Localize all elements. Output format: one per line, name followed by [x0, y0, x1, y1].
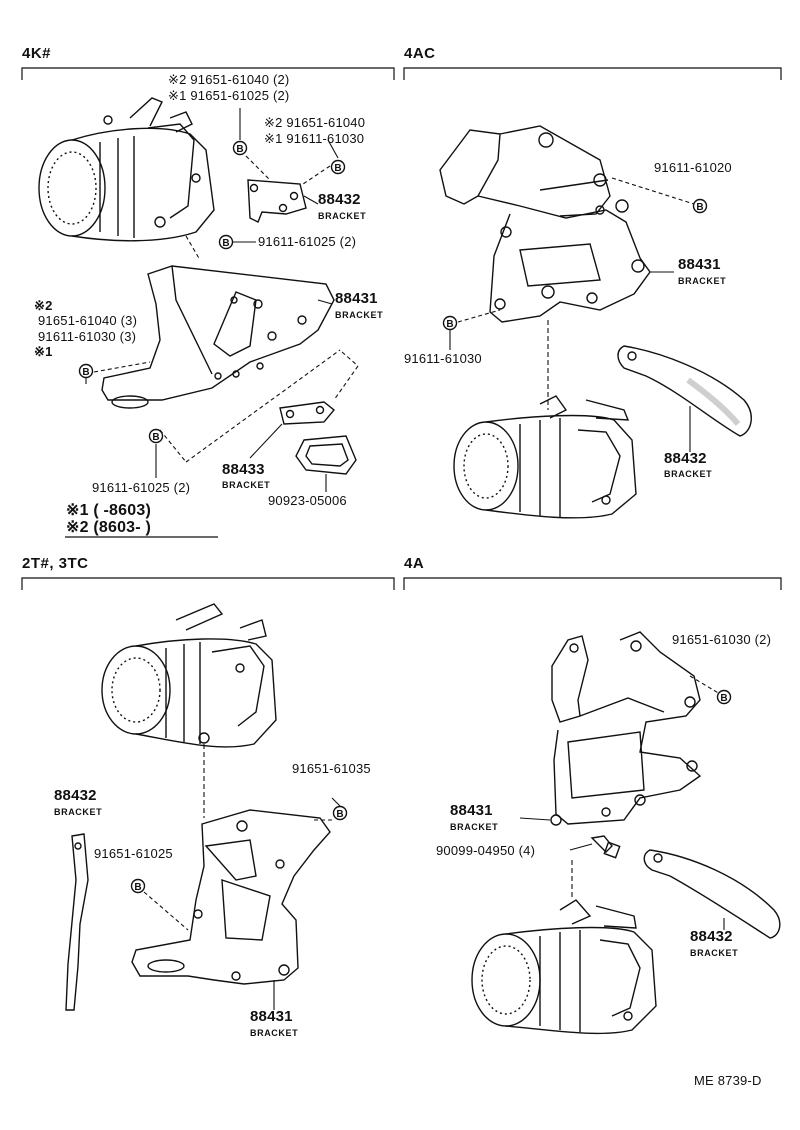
part-name-label: BRACKET — [690, 948, 739, 958]
date-range-note: ※1 ( -8603) — [66, 502, 151, 519]
bracket-88432-4a — [643, 849, 781, 939]
part-name-label: BRACKET — [664, 469, 713, 479]
bracket-88431-2t3tc — [131, 809, 331, 985]
bracket-88431-4ac — [439, 125, 651, 323]
bolt-icon — [130, 878, 146, 894]
part-number-label: ※2 91651-61040 (2) — [168, 72, 290, 87]
part-number-label: 91611-61030 (3) — [38, 329, 137, 344]
leaders-4a — [519, 675, 725, 930]
drawing-number: ME 8739-D — [694, 1073, 762, 1088]
part-number-label: ※2 91651-61040 — [264, 115, 366, 130]
section-title-4k: 4K# — [22, 45, 52, 62]
part-number-label: ※1 — [34, 344, 53, 359]
bolt-icon — [148, 428, 164, 444]
section-title-2t3tc: 2T#, 3TC — [22, 555, 89, 572]
part-number-label: 91651-61030 (2) — [672, 632, 772, 647]
leaders-2t3tc — [143, 744, 341, 1010]
bracket-88433-4k — [279, 401, 335, 425]
part-number-label: 88433 — [222, 461, 265, 478]
bracket-88432-2t3tc — [65, 833, 89, 1011]
part-number-label: 91651-61040 (3) — [38, 313, 138, 328]
section-title-4ac: 4AC — [404, 45, 436, 62]
bolt-icon — [716, 689, 732, 705]
part-number-label: ※2 — [34, 298, 53, 313]
part-number-label: 91651-61025 — [94, 846, 173, 861]
bolt-icon — [330, 159, 346, 175]
part-name-label: BRACKET — [54, 807, 103, 817]
part-name-label: BRACKET — [678, 276, 727, 286]
bolt-90099-4a — [590, 835, 621, 859]
part-number-label: ※1 91611-61030 — [264, 131, 365, 146]
part-number-label: 91611-61025 (2) — [92, 480, 191, 495]
compressor-2t3tc — [101, 603, 277, 748]
bolt-icon — [332, 805, 348, 821]
part-number-label: 88431 — [678, 256, 721, 273]
part-number-label: ※1 91651-61025 (2) — [168, 88, 290, 103]
bolt-icon — [442, 315, 458, 331]
part-number-label: 88431 — [335, 290, 378, 307]
part-number-label: 90923-05006 — [268, 493, 347, 508]
bolt-icon — [692, 198, 708, 214]
part-name-label: BRACKET — [222, 480, 271, 490]
bracket-88431-4k — [101, 265, 335, 409]
part-number-label: 91651-61035 — [292, 761, 371, 776]
part-name-label: BRACKET — [318, 211, 367, 221]
part-number-label: 88432 — [54, 787, 97, 804]
bolt-icon — [232, 140, 248, 156]
part-number-label: 91611-61020 — [654, 160, 732, 175]
part-number-label: 88432 — [690, 928, 733, 945]
leaders-4k — [85, 108, 359, 492]
section-frames — [21, 67, 782, 590]
gasket-90923-4k — [295, 435, 357, 475]
part-number-label: 91611-61030 — [404, 351, 482, 366]
part-name-label: BRACKET — [250, 1028, 299, 1038]
part-number-label: 88431 — [250, 1008, 293, 1025]
leaders-4ac — [449, 177, 695, 452]
compressor-4a — [471, 899, 657, 1035]
bolt-icon — [218, 234, 234, 250]
part-number-label: 90099-04950 (4) — [436, 843, 536, 858]
part-name-label: BRACKET — [450, 822, 499, 832]
compressor-4ac — [453, 395, 637, 519]
bracket-88432-4k — [247, 179, 307, 223]
bracket-88432-4ac — [617, 345, 752, 437]
date-range-note: ※2 (8603- ) — [66, 519, 151, 536]
section-title-4a: 4A — [404, 555, 425, 572]
part-number-label: 91611-61025 (2) — [258, 234, 357, 249]
compressor-4k — [38, 97, 215, 242]
bolt-icon — [78, 363, 94, 379]
part-number-label: 88432 — [318, 191, 361, 208]
part-number-label: 88431 — [450, 802, 493, 819]
part-name-label: BRACKET — [335, 310, 384, 320]
part-number-label: 88432 — [664, 450, 707, 467]
bracket-88431-4a — [550, 631, 702, 826]
